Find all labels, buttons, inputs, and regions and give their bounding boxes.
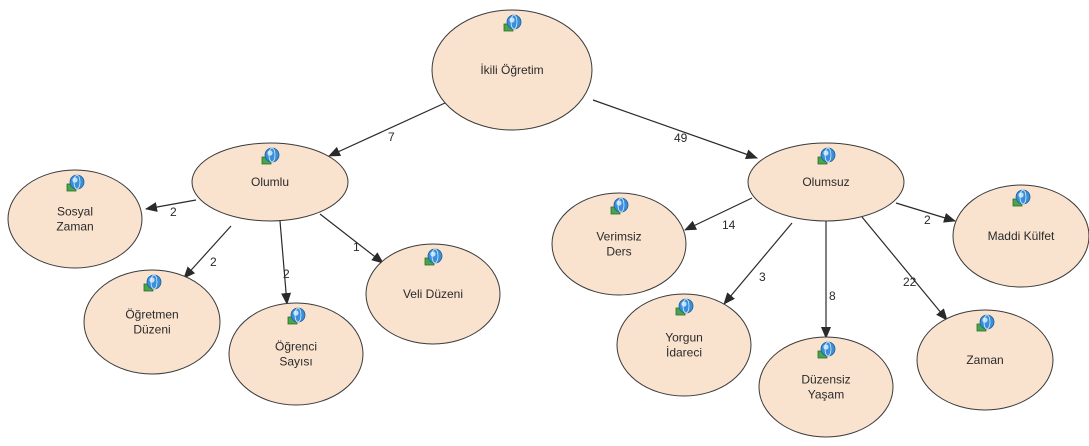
edge-weight-label: 7 xyxy=(388,130,395,144)
edge-arrow xyxy=(183,225,232,279)
globe-screen-icon xyxy=(287,307,306,325)
node-olumlu[interactable]: Olumlu xyxy=(191,142,349,222)
edge-arrow xyxy=(592,99,758,160)
node-label: Maddi Külfet xyxy=(988,229,1055,243)
node-ellipse[interactable] xyxy=(916,309,1054,411)
node-label: Olumsuz xyxy=(802,175,849,189)
globe-screen-icon xyxy=(1012,189,1031,207)
node-zaman[interactable]: Zaman xyxy=(916,309,1054,411)
node-ellipse[interactable] xyxy=(551,192,687,296)
node-label: Öğretmen xyxy=(125,308,178,322)
edge-olumsuz-to-yorgun_idareci: 3 xyxy=(723,222,793,305)
edge-root-to-olumlu: 7 xyxy=(328,102,446,157)
node-ellipse[interactable] xyxy=(616,293,752,397)
node-label: Verimsiz xyxy=(596,230,641,244)
node-ellipse[interactable] xyxy=(7,169,143,269)
edge-arrow xyxy=(723,222,793,305)
edge-weight-label: 14 xyxy=(722,218,736,232)
edge-arrow xyxy=(895,202,956,223)
globe-screen-icon xyxy=(976,314,995,332)
node-ellipse[interactable] xyxy=(747,142,905,222)
edge-arrow xyxy=(145,199,197,212)
edge-arrow xyxy=(319,213,384,264)
node-label: Olumlu xyxy=(251,175,289,189)
globe-screen-icon xyxy=(610,197,629,215)
globe-screen-icon xyxy=(424,248,443,266)
node-label: Zaman xyxy=(966,353,1003,367)
node-label: Yorgun xyxy=(665,331,703,345)
node-ellipse[interactable] xyxy=(365,243,501,345)
node-label: Ders xyxy=(606,245,631,259)
edge-arrow xyxy=(684,197,753,231)
edge-olumsuz-to-maddi_kulfet: 2 xyxy=(895,202,956,227)
node-ellipse[interactable] xyxy=(191,142,349,222)
node-label: Düzeni xyxy=(133,323,170,337)
node-maddi-kulfet[interactable]: Maddi Külfet xyxy=(952,184,1089,288)
node-olumsuz[interactable]: Olumsuz xyxy=(747,142,905,222)
edge-weight-label: 49 xyxy=(674,131,688,145)
edge-olumsuz-to-verimsiz_ders: 14 xyxy=(684,197,753,232)
node-label: İdareci xyxy=(666,346,702,360)
globe-screen-icon xyxy=(261,147,280,165)
edge-olumsuz-to-duzensiz_yasam: 8 xyxy=(821,221,836,339)
globe-screen-icon xyxy=(143,274,162,292)
edge-olumsuz-to-zaman: 22 xyxy=(861,216,948,321)
node-label: Veli Düzeni xyxy=(403,287,463,301)
edge-weight-label: 8 xyxy=(829,289,836,303)
edge-weight-label: 22 xyxy=(903,275,917,289)
node-ellipse[interactable] xyxy=(758,336,894,438)
edge-olumlu-to-veli_duzeni: 1 xyxy=(319,213,384,264)
node-label: Yaşam xyxy=(808,388,844,402)
globe-screen-icon xyxy=(675,298,694,316)
node-label: Düzensiz xyxy=(801,373,850,387)
edge-arrow xyxy=(279,220,292,305)
globe-screen-icon xyxy=(817,341,836,359)
node-root[interactable]: İkili Öğretim xyxy=(431,9,593,131)
edge-olumlu-to-sosyal_zaman: 2 xyxy=(145,199,197,219)
edge-weight-label: 3 xyxy=(759,270,766,284)
node-label: Öğrenci xyxy=(275,340,317,354)
globe-screen-icon xyxy=(817,147,836,165)
edge-weight-label: 1 xyxy=(353,240,360,254)
node-label: İkili Öğretim xyxy=(480,63,543,77)
edge-arrow xyxy=(328,102,446,157)
globe-screen-icon xyxy=(66,174,85,192)
edge-weight-label: 2 xyxy=(924,213,931,227)
edge-arrow xyxy=(861,216,948,321)
edge-olumlu-to-ogrenci_sayisi: 2 xyxy=(279,220,292,305)
edge-root-to-olumsuz: 49 xyxy=(592,99,758,160)
node-label: Sosyal xyxy=(57,205,93,219)
node-label: Zaman xyxy=(56,220,93,234)
node-ellipse[interactable] xyxy=(431,9,593,131)
node-ellipse[interactable] xyxy=(952,184,1089,288)
edge-weight-label: 2 xyxy=(210,255,217,269)
globe-screen-icon xyxy=(503,14,522,32)
node-veli-duzeni[interactable]: Veli Düzeni xyxy=(365,243,501,345)
node-label: Sayısı xyxy=(279,355,312,369)
node-ellipse[interactable] xyxy=(83,269,221,375)
edge-weight-label: 2 xyxy=(283,267,290,281)
edge-olumlu-to-ogretmen_duzeni: 2 xyxy=(183,225,232,279)
node-ellipse[interactable] xyxy=(228,302,364,406)
edge-weight-label: 2 xyxy=(170,205,177,219)
